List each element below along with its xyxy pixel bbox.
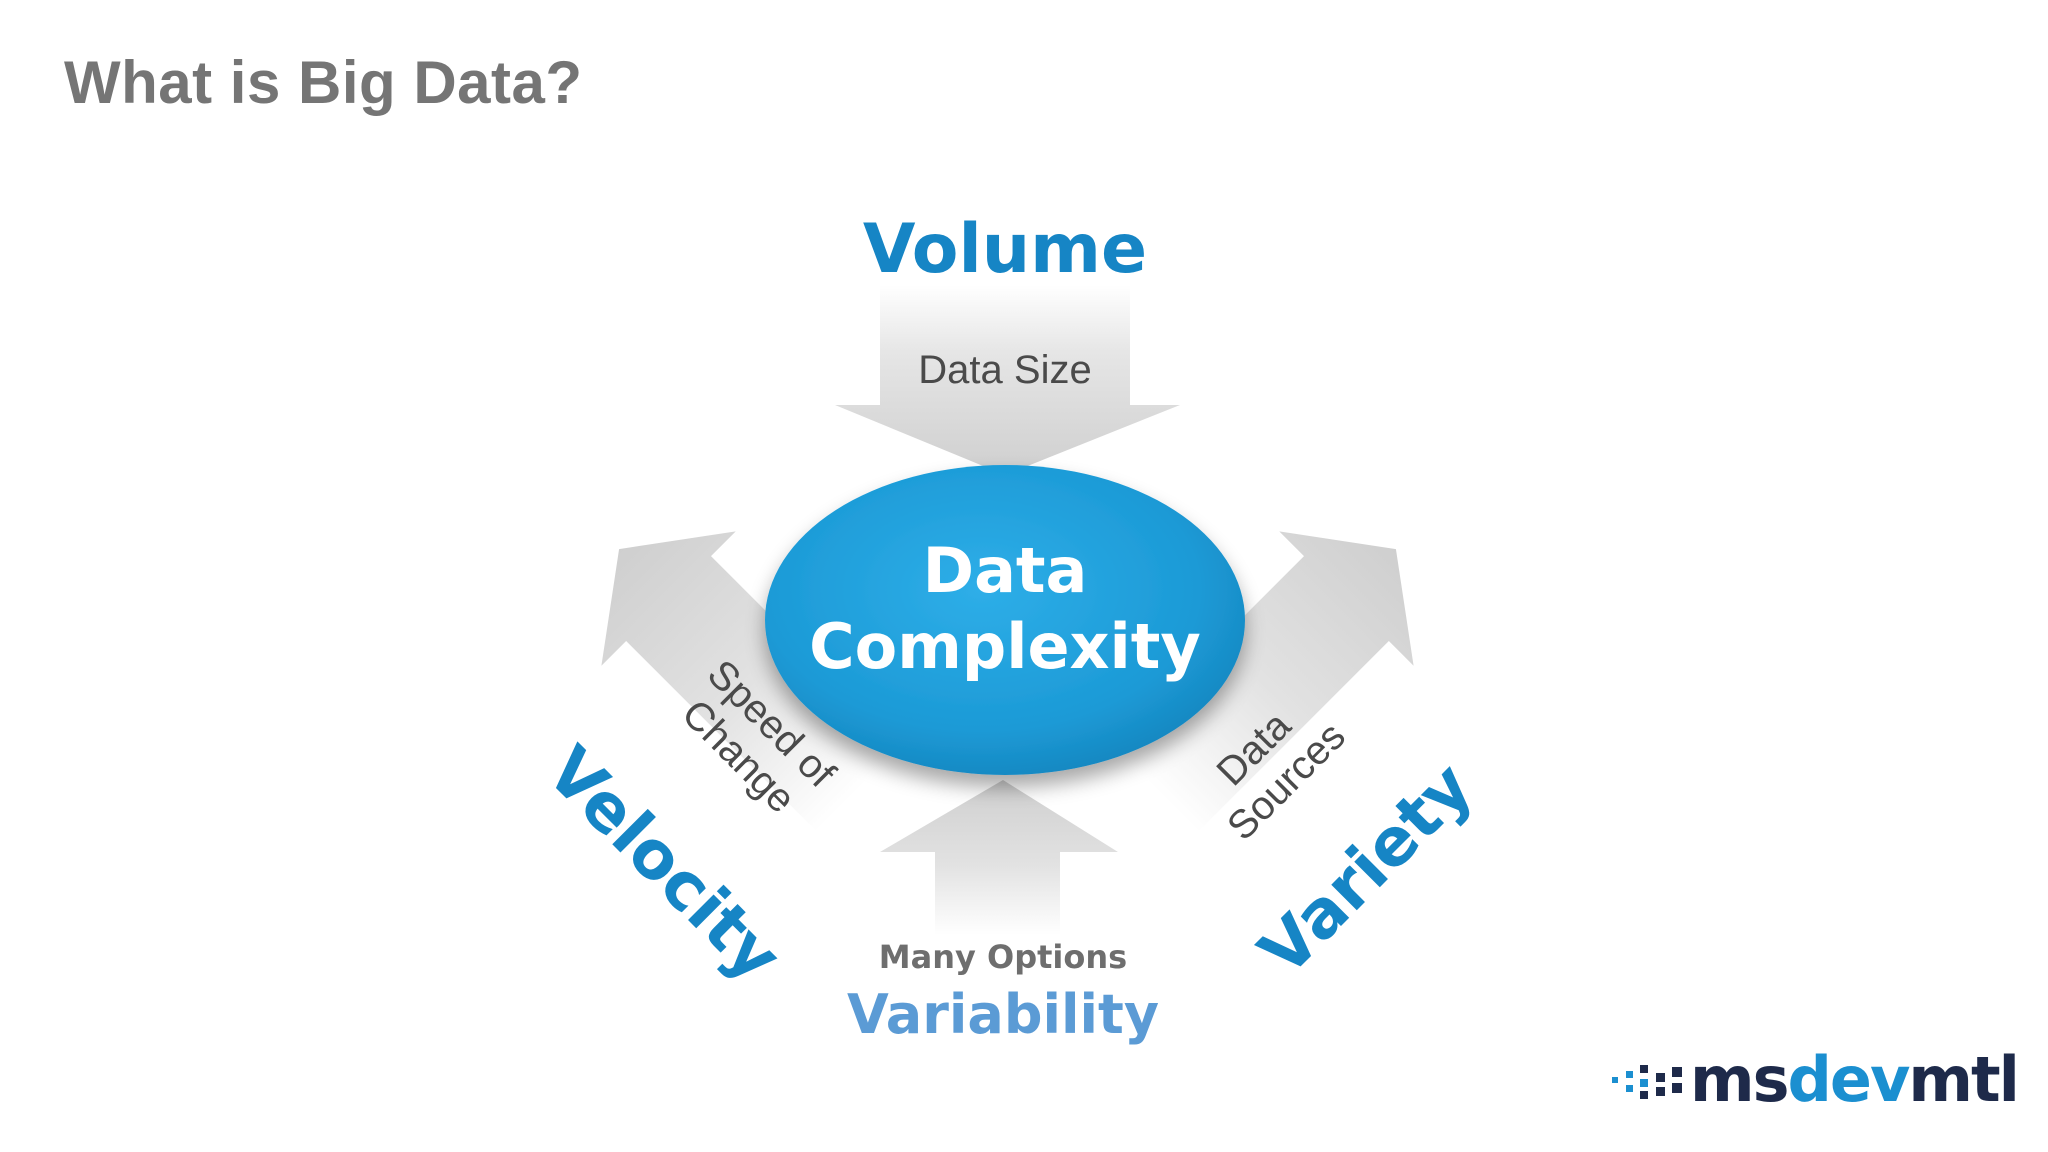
velocity-arrow xyxy=(601,531,902,832)
variability-label: Variability xyxy=(847,983,1159,1046)
variability-arrow xyxy=(880,780,1118,935)
volume-sub-label: Data Size xyxy=(918,348,1091,392)
msdevmtl-logo: msdevmtl xyxy=(1610,1043,2020,1116)
volume-arrow xyxy=(835,285,1180,475)
center-label-line1: Data xyxy=(923,534,1088,607)
page-title: What is Big Data? xyxy=(64,49,583,116)
variety-arrow xyxy=(1113,531,1414,832)
volume-label: Volume xyxy=(863,210,1147,289)
logo-ms: ms xyxy=(1690,1043,1790,1116)
logo-mtl: mtl xyxy=(1908,1043,2019,1116)
logo-dots-icon xyxy=(1612,1065,1682,1099)
center-label-line2: Complexity xyxy=(809,610,1201,683)
data-complexity-ellipse: Data Complexity xyxy=(765,465,1245,775)
logo-wordmark: msdevmtl xyxy=(1690,1043,2020,1116)
logo-dev: dev xyxy=(1787,1043,1911,1116)
variability-sub-label: Many Options xyxy=(879,938,1127,976)
